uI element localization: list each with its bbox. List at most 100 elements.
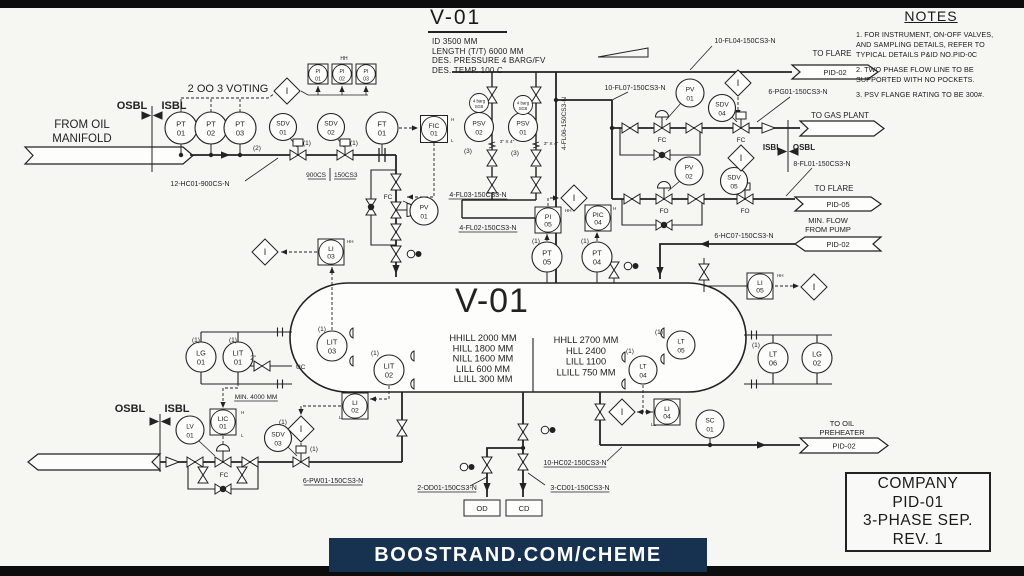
valve-gate-36 bbox=[197, 466, 209, 484]
interlock-shape bbox=[800, 273, 828, 301]
instrument-bubble bbox=[373, 354, 405, 386]
instrument-tag: LIC bbox=[218, 416, 229, 423]
valve-body bbox=[594, 411, 606, 421]
valve-body bbox=[222, 456, 232, 468]
diaphragm-actuator-icon bbox=[656, 181, 672, 189]
offpage-label-to-flare-pid02: PID-02 bbox=[823, 68, 846, 77]
dcs-box bbox=[307, 63, 329, 85]
valve-body bbox=[663, 219, 673, 231]
valve-body bbox=[194, 456, 204, 468]
valve-gate-29 bbox=[517, 453, 529, 471]
valve-gate-11 bbox=[530, 176, 542, 194]
offpage-connector-min-flow-from-pump bbox=[793, 236, 883, 252]
label-6-hc07-150cs3-n: 6-HC07-150CS3-N bbox=[714, 233, 773, 240]
valve-body bbox=[197, 466, 209, 476]
instrument-tag: FIC bbox=[429, 123, 440, 130]
displacer-nozzle-icon bbox=[349, 327, 354, 339]
label-2: (2) bbox=[253, 145, 261, 152]
instrument-tag: PT bbox=[592, 249, 602, 258]
boundary-arrow-icon bbox=[141, 111, 152, 120]
instrument-number: 02 bbox=[351, 407, 359, 414]
label-uc: UC bbox=[296, 364, 306, 371]
valve-body bbox=[653, 149, 663, 161]
instrument-tag: LT bbox=[639, 364, 646, 371]
valve-gate-6 bbox=[390, 223, 402, 241]
valve-gate-3 bbox=[390, 173, 402, 191]
dcs-box bbox=[355, 63, 377, 85]
instrument-number: 02 bbox=[385, 371, 393, 380]
label-10-fl04-150cs3-n: 10-FL04-150CS3-N bbox=[714, 38, 775, 45]
dcs-circle bbox=[420, 115, 448, 143]
alarm-flag-hh: HH bbox=[777, 273, 784, 278]
instrument-number: 01 bbox=[686, 96, 694, 103]
displacer-nozzle-icon bbox=[621, 378, 626, 390]
valve-gate-28 bbox=[517, 423, 529, 441]
valve-gate-31 bbox=[396, 419, 408, 437]
leader-line-6 bbox=[611, 91, 629, 101]
instrument-tag: PSV bbox=[516, 121, 530, 128]
pipe-22 bbox=[370, 169, 396, 246]
instrument-bubble bbox=[628, 355, 658, 385]
instrument-bubble bbox=[185, 341, 217, 373]
interlock-letter: I bbox=[264, 247, 267, 257]
label-6-pw01-150cs3-n: 6-PW01-150CS3-N bbox=[303, 478, 363, 485]
valve-body bbox=[236, 474, 248, 484]
valve-body bbox=[390, 201, 402, 211]
valve-body bbox=[608, 269, 620, 279]
notes-block: NOTES 1. FOR INSTRUMENT, ON-OFF VALVES, … bbox=[856, 8, 1006, 105]
instrument-tag: LI bbox=[352, 400, 358, 407]
instrument-tag: SDV bbox=[727, 175, 741, 182]
instrument-bubble bbox=[531, 241, 563, 273]
instrument-tag: PV bbox=[420, 205, 429, 212]
label-4-fl02-150cs3-n: 4-FL02-150CS3-N bbox=[459, 225, 516, 232]
flow-arrow-icon bbox=[221, 151, 230, 159]
valve-act-18 bbox=[732, 111, 750, 134]
globe-disc-icon bbox=[219, 485, 227, 493]
label-3-cd01-150cs3-n: 3-CD01-150CS3-N bbox=[550, 485, 609, 492]
instrument-number: 02 bbox=[685, 174, 693, 181]
globe-disc-icon bbox=[367, 203, 375, 211]
boundary-arrow-icon bbox=[152, 111, 163, 120]
valve-body bbox=[292, 456, 302, 468]
valve-body bbox=[249, 456, 259, 468]
set-pressure-bubble bbox=[469, 93, 489, 113]
displacer-nozzle-icon bbox=[349, 355, 354, 367]
valve-red-19 bbox=[761, 122, 777, 134]
valve-body bbox=[481, 464, 493, 474]
alarm-flag-hh: HH bbox=[565, 208, 572, 213]
offpage-label-min-flow-from-pump: PID-02 bbox=[826, 240, 849, 249]
valve-body bbox=[165, 456, 181, 468]
valve-body bbox=[486, 149, 498, 159]
revision: REV. 1 bbox=[892, 530, 944, 548]
flow-arrow-icon bbox=[700, 240, 709, 248]
instrument-number: 03 bbox=[328, 347, 336, 356]
offpage-connector-to-gas-plant bbox=[798, 120, 885, 137]
label-1: (1) bbox=[229, 337, 237, 344]
valve-body bbox=[300, 456, 310, 468]
instrument-bubble bbox=[666, 330, 696, 360]
instrument-bubble bbox=[365, 111, 399, 145]
psv-spring-icon bbox=[531, 141, 541, 149]
displacer-nozzle-icon bbox=[660, 353, 665, 365]
level-setpoint-hll-2400: HLL 2400 bbox=[566, 346, 606, 356]
pipe-12 bbox=[486, 447, 523, 497]
globe-disc-icon bbox=[658, 151, 666, 159]
leader-line-7 bbox=[756, 96, 791, 123]
spec-pressure: DES. PRESSURE 4 BARG/FV bbox=[432, 56, 546, 66]
interlock-shape bbox=[727, 144, 755, 172]
label-isbl: ISBL bbox=[161, 100, 186, 112]
instrument-tag: FT bbox=[377, 120, 387, 129]
label-preheater: PREHEATER bbox=[819, 428, 865, 437]
valve-globe-17 bbox=[653, 149, 671, 161]
set-pressure-spec: SG8 bbox=[519, 106, 528, 111]
label-1: (1) bbox=[581, 238, 589, 245]
instrument-number: 05 bbox=[677, 348, 685, 355]
boundary-arrow-icon bbox=[160, 417, 171, 426]
label-2-oo-3-voting: 2 OO 3 VOTING bbox=[188, 83, 269, 95]
instrument-tag: LT bbox=[769, 350, 778, 359]
